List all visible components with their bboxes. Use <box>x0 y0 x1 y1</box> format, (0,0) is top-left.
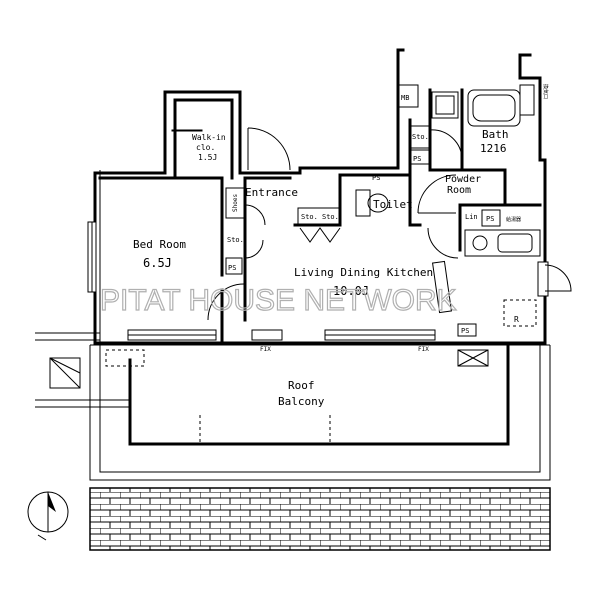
lin-label: Lin <box>465 213 478 221</box>
exterior-walls <box>90 48 550 346</box>
mb-label: MB <box>401 94 409 102</box>
sink-note: 給湯器 <box>506 216 521 223</box>
walkin-label-2: clo. <box>196 143 215 152</box>
bedroom-label: Bed Room <box>133 238 186 251</box>
r-label: R <box>514 315 519 324</box>
powder-label-1: Powder <box>445 174 481 185</box>
bath-size: 1216 <box>480 142 507 155</box>
ps-label-3: PS <box>372 174 380 182</box>
room-labels: Walk-in clo. 1.5J Entrance Bed Room 6.5J… <box>133 84 549 408</box>
ldk-label: Living Dining Kitchen <box>294 266 433 279</box>
toilet-fixture <box>355 189 371 217</box>
fix-label-2: FIX <box>418 346 429 353</box>
fix-label-1: FIX <box>260 346 271 353</box>
bedroom-size: 6.5J <box>143 256 172 270</box>
ps-label-2: PS <box>413 155 421 163</box>
vent-note: 換気口 <box>542 84 549 99</box>
ps-label-4: PS <box>486 215 494 223</box>
sto-label-3: Sto. <box>322 213 339 221</box>
ps-label-1: PS <box>228 264 236 272</box>
walkin-label-1: Walk-in <box>192 133 226 142</box>
sto-label-1: Sto. <box>227 236 244 244</box>
storage-boxes <box>225 84 501 337</box>
toilet-label: Toilet <box>373 198 413 211</box>
ldk-size: 10.0J <box>333 284 369 298</box>
powder-label-2: Room <box>447 185 471 196</box>
brick-paving <box>89 487 551 551</box>
bath-label: Bath <box>482 128 509 141</box>
walkin-label-3: 1.5J <box>198 153 217 162</box>
compass <box>27 491 69 541</box>
kitchen-counter <box>464 229 541 257</box>
sto-label-2: Sto. <box>301 213 318 221</box>
entrance-label: Entrance <box>245 186 298 199</box>
sto-label-4: Sto. <box>412 133 429 141</box>
fixtures <box>171 84 541 327</box>
roof-label: Roof <box>288 379 315 392</box>
roof-balcony <box>35 332 551 481</box>
doors <box>207 127 572 321</box>
watermark: PITAT HOUSE NETWORK <box>100 284 457 317</box>
outdoor-units <box>49 349 489 389</box>
ps-label-5: PS <box>461 327 469 335</box>
balcony-label: Balcony <box>278 395 325 408</box>
windows <box>87 221 549 341</box>
shoes-label: Shoes <box>232 194 239 212</box>
